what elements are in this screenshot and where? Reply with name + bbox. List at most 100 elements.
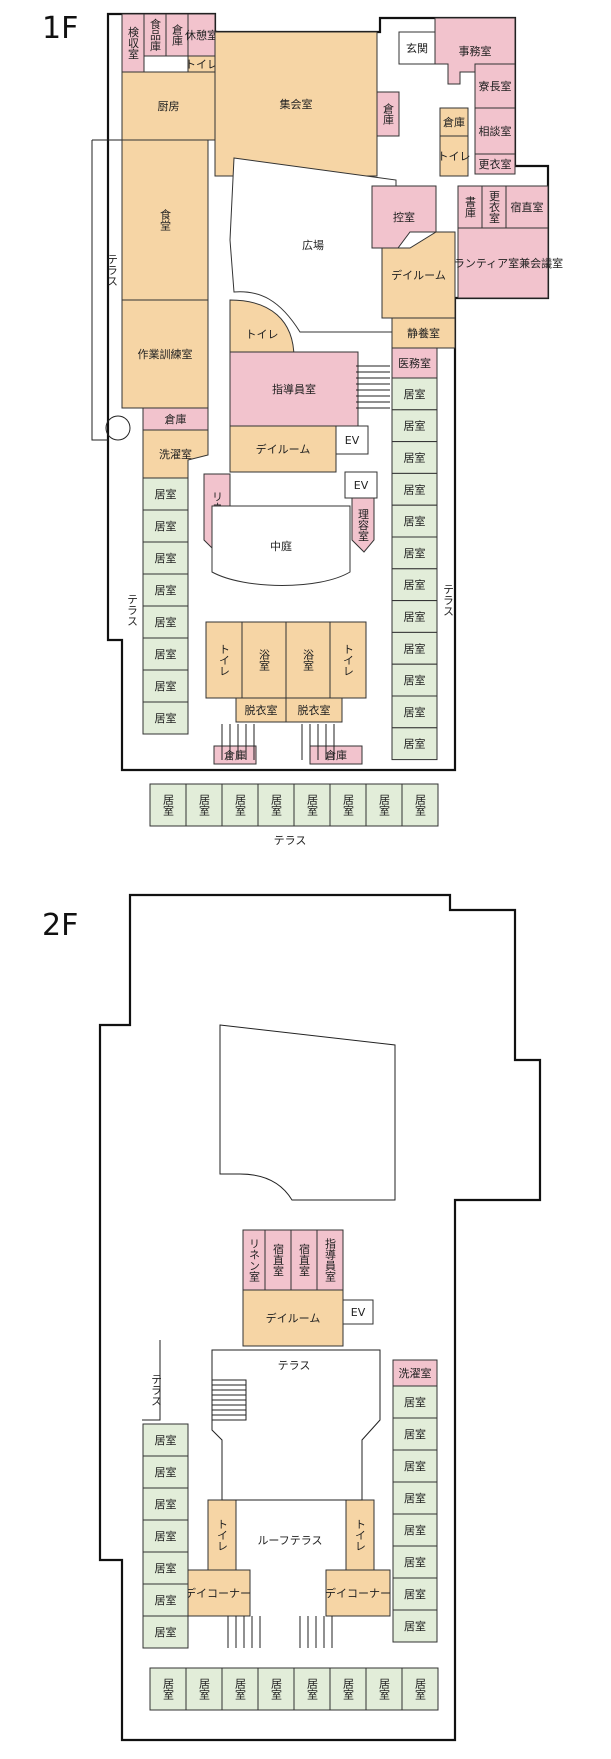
floor2-room-label-0: リネン室 [248, 1238, 261, 1282]
floor2-left-room-5 [142, 1583, 189, 1617]
floor1-room-38: テラス [442, 584, 455, 617]
floor1-room-label-5: 厨房 [158, 100, 180, 113]
floor1-room-23 [381, 231, 456, 319]
floor1-right-room-6-label: 居室 [404, 578, 426, 592]
floor1-room-35 [351, 497, 375, 553]
floor1-left-room-6-label: 居室 [155, 679, 177, 693]
floor2-right-room-7 [392, 1609, 438, 1643]
floor1-room-label-30: EV [345, 434, 360, 447]
floor1-room-42 [329, 621, 367, 699]
floor2-right-room-6 [392, 1577, 438, 1611]
floor2-bottom-room-7 [401, 1667, 439, 1711]
floor2-right-room-4 [392, 1513, 438, 1547]
floor1-right-room-4-label: 居室 [404, 514, 426, 528]
floor1-room-label-46: 倉庫 [325, 748, 347, 762]
floor2-right-room-5-label: 居室 [404, 1555, 426, 1569]
floor1-room-label-26: 静養室 [407, 326, 440, 340]
floor1-room-label-39: トイレ [218, 644, 231, 677]
floor1-room-16 [229, 157, 397, 333]
floor1-bottom-room-7 [401, 783, 439, 827]
floor2-left-room-1 [142, 1455, 189, 1489]
floor1-left-room-3 [142, 573, 189, 607]
floor1-room-label-15: 食堂 [159, 208, 172, 231]
floor1-room-label-33: EV [354, 479, 369, 492]
floor1-room-44 [285, 697, 343, 723]
floor2-bottom-room-4 [293, 1667, 331, 1711]
floor1-right-room-1 [391, 409, 438, 443]
floor1-room-47: テラス [274, 834, 307, 847]
floor1-bottom-room-0 [149, 783, 187, 827]
floor-2-bottom-resident-rooms: 居室居室居室居室居室居室居室居室 [149, 1667, 439, 1711]
floor2-bottom-room-1 [185, 1667, 223, 1711]
floor1-right-room-1-label: 居室 [404, 419, 426, 433]
floor1-right-room-7 [391, 600, 438, 633]
floor2-left-room-3-label: 居室 [155, 1529, 177, 1543]
floor-1: 1F 検収室 食品庫 倉庫 休憩室 トイレ 厨房 集会室 倉庫 玄関 事務室 寮… [42, 11, 563, 847]
floor1-right-room-5 [391, 536, 438, 570]
floor-2: 2F リネン室 宿直室 宿直室 指導員室 デイルーム EV テラス テラス 洗濯… [42, 893, 542, 1742]
floor1-room-label-19: 更衣室 [488, 191, 501, 224]
terrace-line-2f [142, 1340, 161, 1421]
floor2-bottom-room-6-label: 居室 [378, 1678, 391, 1700]
floor1-room-41 [285, 621, 331, 699]
floor2-room-label-4: デイルーム [266, 1311, 321, 1325]
floor-1-bottom-resident-rooms: 居室居室居室居室居室居室居室居室 [149, 783, 439, 827]
floor2-room-9 [207, 1499, 237, 1571]
floor1-right-room-11-label: 居室 [404, 737, 426, 751]
floor1-room-label-2: 倉庫 [171, 23, 184, 47]
floor1-room-label-8: 玄関 [406, 41, 428, 55]
floor1-right-room-9-label: 居室 [404, 673, 426, 687]
floor2-room-7: テラス [150, 1374, 163, 1407]
floor2-left-room-3 [142, 1519, 189, 1553]
floor2-room-11 [345, 1499, 375, 1571]
floor1-room-label-44: 脱衣室 [298, 703, 331, 717]
floor2-left-room-4-label: 居室 [155, 1561, 177, 1575]
floor1-left-room-4-label: 居室 [155, 615, 177, 629]
floor1-right-room-4 [391, 504, 438, 538]
floor2-bottom-room-6 [365, 1667, 403, 1711]
floor2-bottom-room-2 [221, 1667, 259, 1711]
floor2-left-room-4 [142, 1551, 189, 1585]
floor1-left-room-2 [142, 541, 189, 575]
floor1-room-label-16: 広場 [302, 239, 324, 252]
floor1-left-room-6 [142, 669, 189, 703]
floor2-right-room-0 [392, 1385, 438, 1419]
floor1-room-36 [211, 505, 351, 586]
floor1-room-label-35: 理容室 [357, 508, 370, 541]
floor1-room-3 [187, 13, 216, 57]
floor1-bottom-room-4-label: 居室 [306, 794, 319, 816]
floor2-room-3 [316, 1229, 344, 1291]
floor1-room-label-12: トイレ [438, 150, 471, 163]
floor2-bottom-room-5-label: 居室 [342, 1678, 355, 1700]
floor1-room-40 [241, 621, 287, 699]
floor1-left-room-5-label: 居室 [155, 647, 177, 661]
floor1-room-label-17: 控室 [393, 210, 415, 224]
floor2-left-room-1-label: 居室 [155, 1465, 177, 1479]
floor1-room-26 [391, 317, 456, 349]
floor1-room-label-23: デイルーム [391, 268, 446, 282]
floor1-bottom-room-5 [329, 783, 367, 827]
floor1-room-label-29: 倉庫 [165, 412, 187, 426]
floor1-room-6 [214, 31, 378, 177]
floor1-room-18 [457, 185, 483, 229]
floor2-bottom-room-5 [329, 1667, 367, 1711]
floor1-right-room-3 [391, 472, 438, 506]
floor2-right-room-3-label: 居室 [404, 1491, 426, 1505]
floor2-left-room-2-label: 居室 [155, 1497, 177, 1511]
upper-void-outline [219, 1024, 396, 1201]
floor1-room-14 [474, 153, 516, 175]
floor1-room-7 [376, 91, 400, 137]
floor1-room-17 [371, 185, 437, 249]
floor2-room-label-2: 宿直室 [298, 1242, 311, 1276]
floor1-bottom-room-3-label: 居室 [270, 794, 283, 816]
stairs-1f [221, 365, 390, 760]
floor2-bottom-room-2-label: 居室 [234, 1678, 247, 1700]
floor1-right-room-10 [391, 695, 438, 729]
floor2-left-room-5-label: 居室 [155, 1593, 177, 1607]
floor2-right-room-4-label: 居室 [404, 1523, 426, 1537]
floor1-room-label-4: トイレ [185, 58, 218, 71]
floor1-room-43 [235, 697, 287, 723]
floor1-room-33 [344, 471, 378, 499]
